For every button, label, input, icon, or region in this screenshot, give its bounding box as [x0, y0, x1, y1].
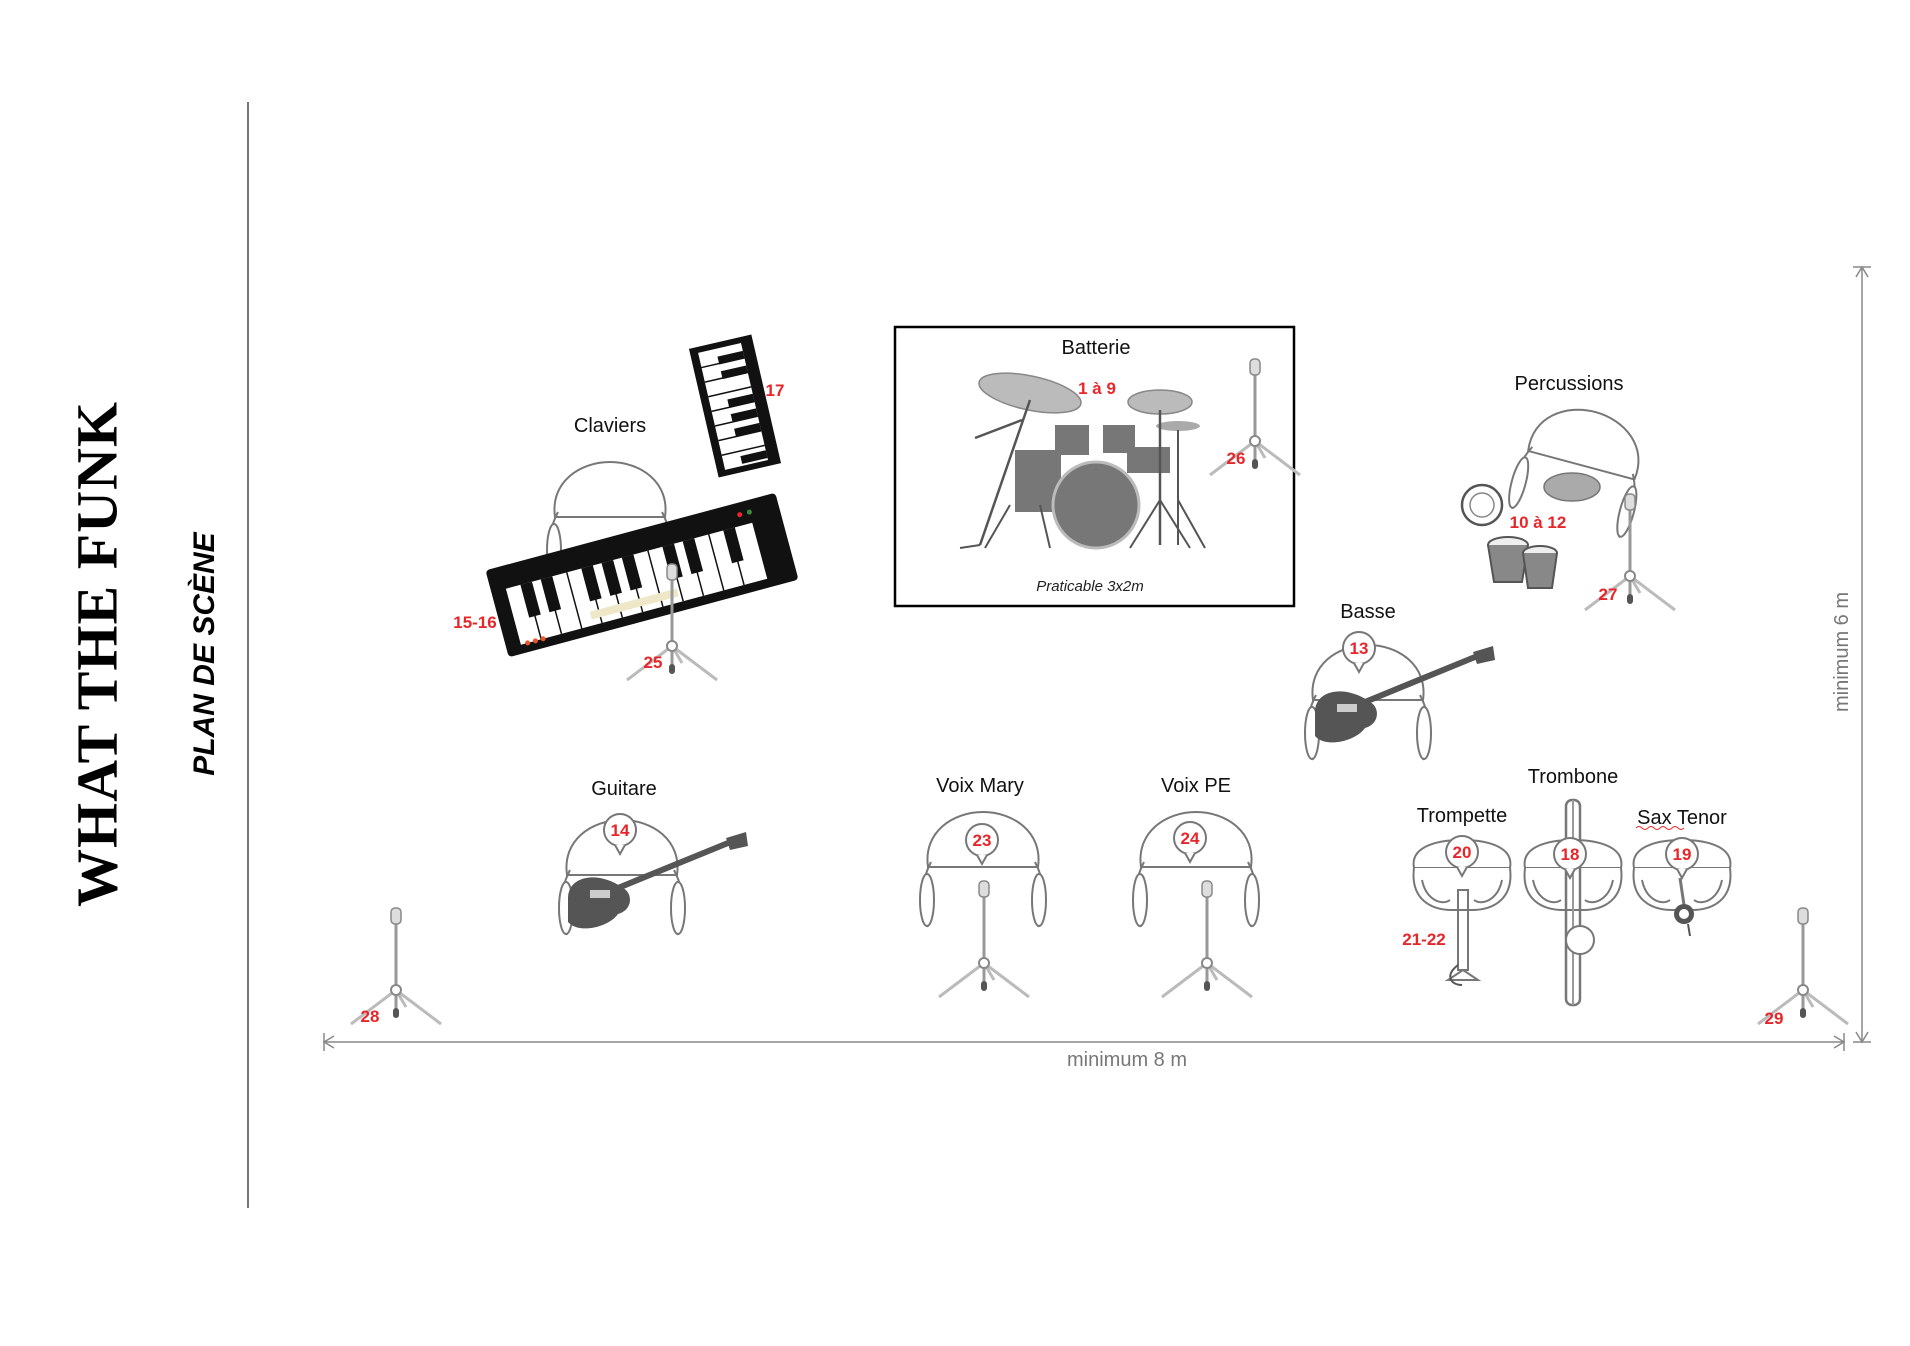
tambourine-icon: [1460, 483, 1504, 527]
sax-input: 19: [1673, 845, 1692, 864]
trombone-icon: [1564, 798, 1595, 1007]
guitar-label: Guitare: [591, 778, 657, 800]
trombone-input: 18: [1561, 845, 1580, 864]
trumpet-icon: [1444, 889, 1482, 986]
conga-icon: [1543, 472, 1601, 502]
drums-inputs: 1 à 9: [1078, 379, 1116, 398]
trumpet-input: 20: [1453, 843, 1472, 862]
percussion-label: Percussions: [1515, 373, 1624, 395]
ambient-mic-right-number: 29: [1765, 1009, 1784, 1028]
width-dimension: [322, 1033, 1846, 1051]
width-label: minimum 8 m: [1067, 1049, 1187, 1071]
voice-mary-mic-stand: [937, 879, 1031, 999]
keys-inputs: 15-16: [453, 613, 496, 632]
depth-label: minimum 6 m: [1831, 592, 1853, 712]
page-divider: [247, 102, 249, 1208]
guitar-input: 14: [611, 821, 630, 840]
drums-mic-number: 26: [1227, 449, 1246, 468]
depth-dimension: [1853, 265, 1871, 1044]
voice-pe-label: Voix PE: [1161, 775, 1231, 797]
sax-icon: [1674, 877, 1694, 937]
bass-label: Basse: [1340, 601, 1396, 623]
trombone-label: Trombone: [1528, 766, 1618, 788]
keys-mic-number: 25: [644, 653, 663, 672]
trumpet-aux-inputs: 21-22: [1402, 930, 1445, 949]
ambient-mic-left-number: 28: [361, 1007, 380, 1026]
voice-pe-mic-stand: [1160, 879, 1254, 999]
main-keyboard-icon: [486, 493, 798, 657]
aux-keyboard-number: 17: [766, 381, 785, 400]
sax-label: Sax Tenor: [1637, 807, 1727, 829]
riser-note: Praticable 3x2m: [1036, 578, 1144, 595]
trumpet-label: Trompette: [1417, 805, 1507, 827]
keys-label: Claviers: [574, 415, 646, 437]
drum-kit-icon: [959, 372, 1206, 550]
bongos-icon: [1487, 536, 1558, 589]
aux-keyboard-icon: [688, 334, 782, 478]
voice-pe-input: 24: [1181, 829, 1200, 848]
voice-mary-label: Voix Mary: [936, 775, 1024, 797]
ambient-mic-right-stand: [1756, 906, 1850, 1026]
bass-input: 13: [1350, 639, 1369, 658]
sax-label-underline: [1635, 826, 1685, 830]
percussion-mic-number: 27: [1599, 585, 1618, 604]
percussion-inputs: 10 à 12: [1510, 513, 1567, 532]
drums-label: Batterie: [1062, 337, 1131, 359]
voice-mary-input: 23: [973, 831, 992, 850]
